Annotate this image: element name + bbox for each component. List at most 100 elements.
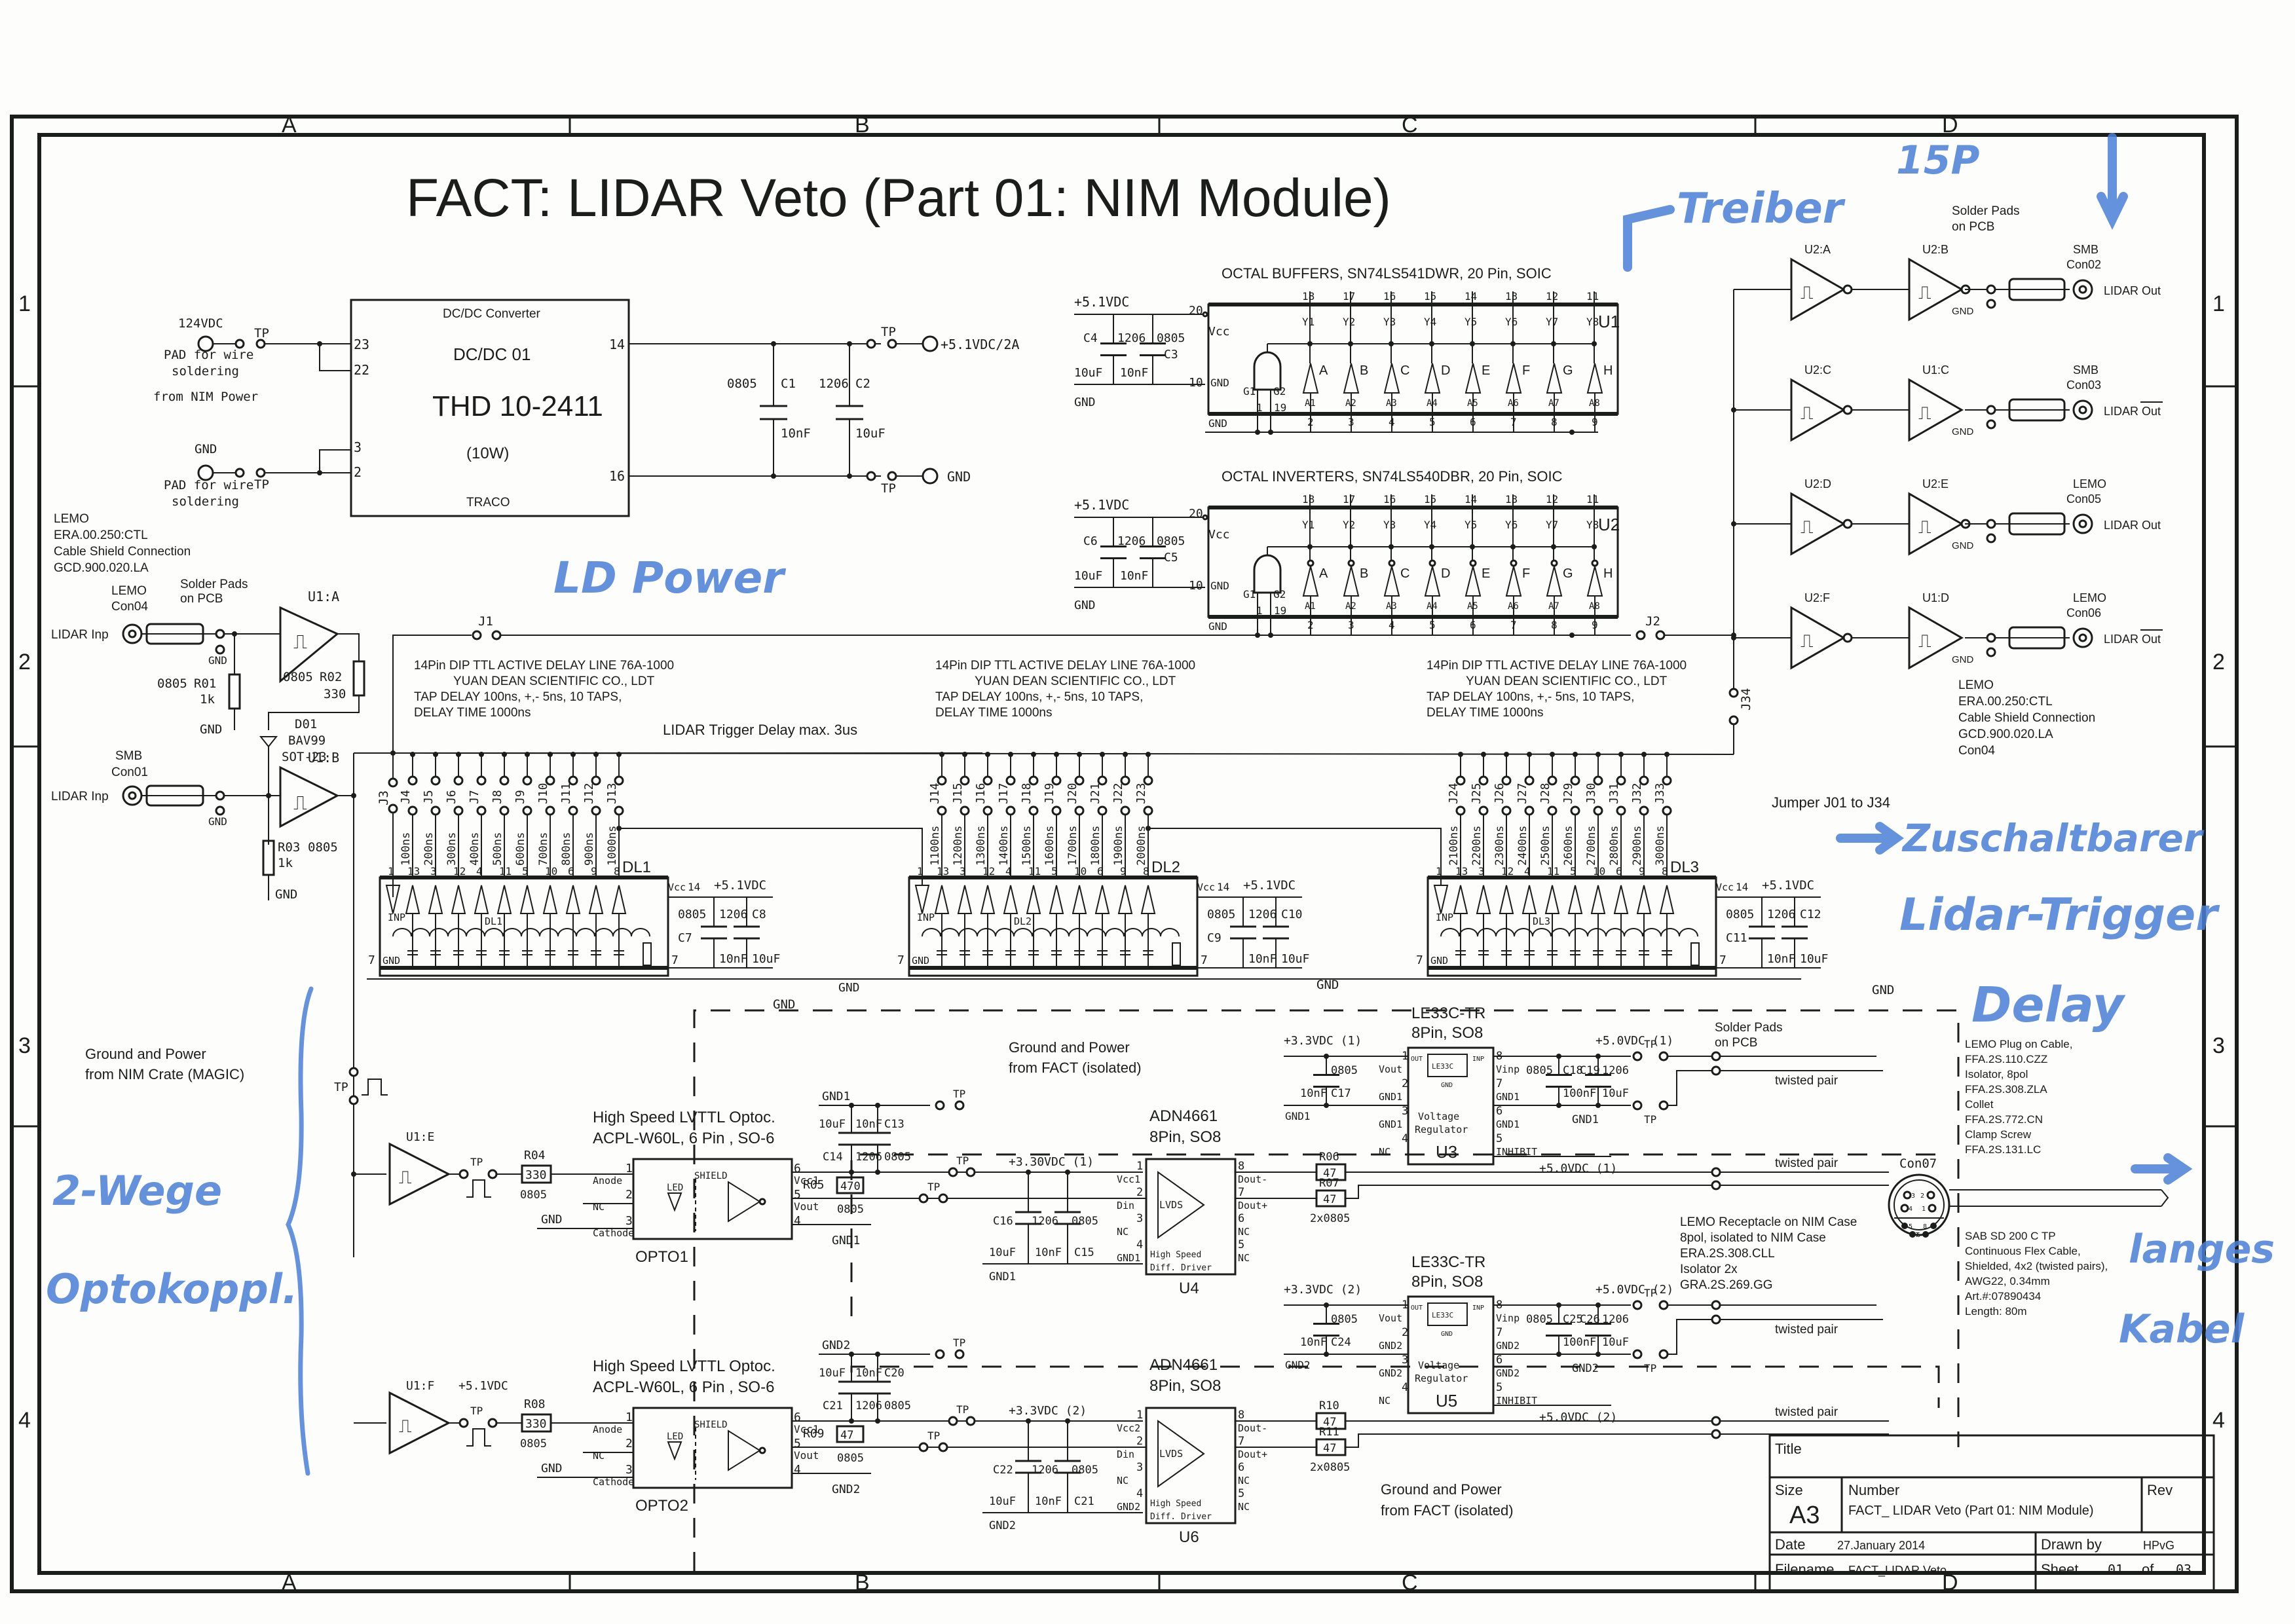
jumper-j4[interactable] xyxy=(407,775,418,786)
testpoint[interactable] xyxy=(1632,1300,1643,1310)
solder-pad[interactable] xyxy=(1986,647,1996,657)
jumper-j22[interactable] xyxy=(1120,805,1130,816)
testpoint[interactable] xyxy=(1658,1349,1669,1359)
jumper-j5[interactable] xyxy=(430,805,441,816)
solder-pad[interactable] xyxy=(1986,405,1996,415)
jumper-j33[interactable] xyxy=(1662,805,1672,816)
testpoint[interactable] xyxy=(965,1416,976,1426)
jumper-j2[interactable] xyxy=(1635,630,1646,640)
solder-pad[interactable] xyxy=(1986,633,1996,643)
testpoint[interactable] xyxy=(866,471,876,481)
jumper-j25[interactable] xyxy=(1478,805,1489,816)
output-connector-con05[interactable] xyxy=(2072,513,2093,534)
jumper-j29[interactable] xyxy=(1570,805,1580,816)
testpoint[interactable] xyxy=(918,1442,929,1452)
jumper-j6[interactable] xyxy=(453,775,464,786)
testpoint[interactable] xyxy=(1658,1300,1669,1310)
testpoint[interactable] xyxy=(348,1067,359,1077)
output-connector-con02[interactable] xyxy=(2072,279,2093,300)
jumper-j31[interactable] xyxy=(1616,805,1626,816)
testpoint[interactable] xyxy=(918,1193,929,1204)
solder-pad[interactable] xyxy=(1711,1167,1721,1177)
jumper-j30[interactable] xyxy=(1593,805,1603,816)
lemo-8pin-receptacle[interactable] xyxy=(1888,1173,1950,1236)
jumper-j17[interactable] xyxy=(1005,805,1016,816)
testpoint[interactable] xyxy=(948,1167,958,1177)
jumper-j20[interactable] xyxy=(1074,805,1085,816)
jumper-j27[interactable] xyxy=(1524,805,1535,816)
jumper-j32[interactable] xyxy=(1639,805,1649,816)
testpoint[interactable] xyxy=(487,1418,498,1428)
testpoint[interactable] xyxy=(1632,1349,1643,1359)
jumper-j8[interactable] xyxy=(499,805,510,816)
jumper-j18[interactable] xyxy=(1028,805,1039,816)
jumper-j8[interactable] xyxy=(499,775,510,786)
testpoint[interactable] xyxy=(255,339,266,349)
jumper-j26[interactable] xyxy=(1501,805,1512,816)
testpoint[interactable] xyxy=(866,339,876,349)
jumper-j24[interactable] xyxy=(1455,805,1466,816)
testpoint[interactable] xyxy=(1658,1051,1669,1061)
testpoint[interactable] xyxy=(1632,1051,1643,1061)
solder-pad[interactable] xyxy=(1986,299,1996,309)
solder-pad[interactable] xyxy=(1711,1065,1721,1076)
smb-input-connector[interactable] xyxy=(122,785,143,806)
testpoint[interactable] xyxy=(255,468,266,478)
jumper-j34[interactable] xyxy=(1728,715,1739,726)
testpoint[interactable] xyxy=(935,1100,945,1111)
solder-pad[interactable] xyxy=(1711,1314,1721,1325)
jumper-j21[interactable] xyxy=(1097,805,1108,816)
testpoint[interactable] xyxy=(887,339,897,349)
testpoint[interactable] xyxy=(234,468,245,478)
testpoint[interactable] xyxy=(938,1193,948,1204)
testpoint[interactable] xyxy=(458,1169,469,1179)
jumper-j14[interactable] xyxy=(937,805,947,816)
jumper-j3[interactable] xyxy=(388,777,398,788)
solder-pad[interactable] xyxy=(1711,1180,1721,1190)
power-out-gnd-pad[interactable] xyxy=(922,468,939,485)
testpoint[interactable] xyxy=(1632,1100,1643,1111)
solder-pad[interactable] xyxy=(1986,519,1996,529)
solder-pad[interactable] xyxy=(1711,1416,1721,1426)
solder-pad[interactable] xyxy=(1711,1300,1721,1310)
testpoint[interactable] xyxy=(954,1349,965,1359)
jumper-j2[interactable] xyxy=(1655,630,1666,640)
solder-pad[interactable] xyxy=(1711,1429,1721,1439)
testpoint[interactable] xyxy=(938,1442,948,1452)
jumper-j12[interactable] xyxy=(591,805,601,816)
jumper-j5[interactable] xyxy=(430,775,441,786)
jumper-j6[interactable] xyxy=(453,805,464,816)
jumper-j16[interactable] xyxy=(982,805,993,816)
lemo-input-connector[interactable] xyxy=(122,623,143,644)
jumper-j1[interactable] xyxy=(472,630,482,640)
testpoint[interactable] xyxy=(1658,1100,1669,1111)
testpoint[interactable] xyxy=(965,1167,976,1177)
jumper-j7[interactable] xyxy=(476,775,487,786)
output-connector-con03[interactable] xyxy=(2072,399,2093,420)
testpoint[interactable] xyxy=(487,1169,498,1179)
jumper-j10[interactable] xyxy=(545,805,555,816)
jumper-j9[interactable] xyxy=(522,805,532,816)
jumper-j13[interactable] xyxy=(614,805,624,816)
testpoint[interactable] xyxy=(954,1100,965,1111)
solder-pad[interactable] xyxy=(1986,284,1996,295)
jumper-j4[interactable] xyxy=(407,805,418,816)
testpoint[interactable] xyxy=(348,1095,359,1105)
jumper-j1[interactable] xyxy=(491,630,502,640)
testpoint[interactable] xyxy=(935,1349,945,1359)
output-connector-con06[interactable] xyxy=(2072,627,2093,648)
jumper-j34[interactable] xyxy=(1728,688,1739,698)
solder-pad[interactable] xyxy=(1986,533,1996,544)
power-out-pad[interactable] xyxy=(922,335,939,352)
jumper-j19[interactable] xyxy=(1051,805,1062,816)
testpoint[interactable] xyxy=(234,339,245,349)
jumper-j11[interactable] xyxy=(568,805,578,816)
jumper-j23[interactable] xyxy=(1143,805,1153,816)
testpoint[interactable] xyxy=(948,1416,958,1426)
testpoint[interactable] xyxy=(887,471,897,481)
jumper-j15[interactable] xyxy=(960,805,970,816)
solder-pad[interactable] xyxy=(1711,1051,1721,1061)
jumper-j9[interactable] xyxy=(522,775,532,786)
jumper-j7[interactable] xyxy=(476,805,487,816)
jumper-j28[interactable] xyxy=(1547,805,1558,816)
